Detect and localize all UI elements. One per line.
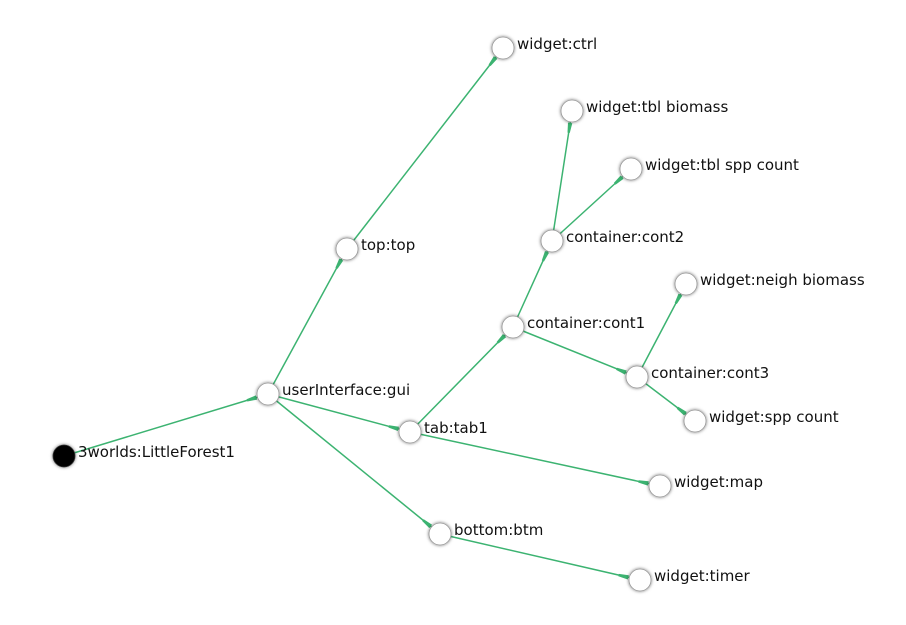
node-circle-sppcount[interactable] [683, 409, 707, 433]
node-circle-tblbio[interactable] [560, 99, 584, 123]
edge-arrow-cont3-sppcount [676, 406, 687, 416]
node-circle-gui[interactable] [256, 382, 280, 406]
node-label-sppcount: widget:spp count [709, 408, 839, 426]
edge-root-gui [63, 393, 269, 457]
node-cont3[interactable]: container:cont3 [625, 364, 769, 389]
node-circle-ctrl[interactable] [491, 36, 515, 60]
node-neigh[interactable]: widget:neigh biomass [674, 271, 865, 296]
node-map[interactable]: widget:map [648, 473, 763, 498]
node-label-top: top:top [361, 236, 415, 254]
node-label-tblbio: widget:tbl biomass [586, 98, 728, 116]
node-label-ctrl: widget:ctrl [517, 35, 597, 53]
edge-top-ctrl [346, 47, 504, 250]
edge-tab1-cont1 [409, 326, 514, 433]
node-tab1[interactable]: tab:tab1 [398, 419, 488, 444]
node-label-gui: userInterface:gui [282, 381, 410, 399]
node-btm[interactable]: bottom:btm [428, 521, 543, 546]
node-label-timer: widget:timer [654, 567, 751, 585]
edge-arrow-cont1-cont3 [616, 367, 627, 375]
node-label-cont3: container:cont3 [651, 364, 769, 382]
node-circle-cont2[interactable] [540, 229, 564, 253]
node-circle-cont1[interactable] [501, 315, 525, 339]
edge-gui-top [267, 248, 348, 395]
node-timer[interactable]: widget:timer [628, 567, 751, 592]
edge-arrow-btm-timer [618, 573, 629, 580]
node-circle-btm[interactable] [428, 522, 452, 546]
edge-arrow-cont3-neigh [674, 293, 683, 304]
node-cont2[interactable]: container:cont2 [540, 228, 684, 253]
node-label-tblspp: widget:tbl spp count [645, 156, 799, 174]
node-circle-top[interactable] [335, 237, 359, 261]
edge-arrow-tab1-map [638, 480, 649, 486]
edge-arrow-top-ctrl [488, 56, 498, 67]
node-tblbio[interactable]: widget:tbl biomass [560, 98, 728, 123]
edge-gui-tab1 [267, 393, 411, 433]
edge-arrow-cont2-tblspp [613, 175, 624, 185]
edge-arrow-tab1-cont1 [496, 334, 507, 344]
node-label-cont2: container:cont2 [566, 228, 684, 246]
node-label-btm: bottom:btm [454, 521, 543, 539]
node-circle-map[interactable] [648, 474, 672, 498]
nodes-layer: 3worlds:LittleForest1 userInterface:gui to… [52, 35, 865, 592]
node-label-tab1: tab:tab1 [424, 419, 488, 437]
edge-btm-timer [439, 533, 641, 581]
edge-arrow-cont1-cont2 [541, 251, 549, 262]
node-circle-timer[interactable] [628, 568, 652, 592]
edges-layer [63, 47, 696, 581]
node-circle-root[interactable] [52, 444, 76, 468]
node-label-map: widget:map [674, 473, 763, 491]
edge-arrow-root-gui [246, 395, 258, 402]
edge-arrow-gui-btm [422, 519, 433, 529]
edge-cont1-cont3 [512, 326, 638, 378]
node-tblspp[interactable]: widget:tbl spp count [619, 156, 799, 181]
node-circle-cont3[interactable] [625, 365, 649, 389]
node-sppcount[interactable]: widget:spp count [683, 408, 839, 433]
node-label-cont1: container:cont1 [527, 314, 645, 332]
edge-arrow-cont2-tblbio [567, 122, 573, 133]
edge-tab1-map [409, 431, 661, 487]
node-top[interactable]: top:top [335, 236, 415, 261]
edge-arrow-gui-top [335, 258, 344, 269]
node-label-neigh: widget:neigh biomass [700, 271, 865, 289]
node-circle-neigh[interactable] [674, 272, 698, 296]
node-circle-tblspp[interactable] [619, 157, 643, 181]
node-gui[interactable]: userInterface:gui [256, 381, 410, 406]
node-cont1[interactable]: container:cont1 [501, 314, 645, 339]
node-circle-tab1[interactable] [398, 420, 422, 444]
node-root[interactable]: 3worlds:LittleForest1 [52, 443, 235, 468]
edge-gui-btm [267, 393, 441, 535]
node-label-root: 3worlds:LittleForest1 [78, 443, 235, 461]
node-ctrl[interactable]: widget:ctrl [491, 35, 597, 60]
edge-arrow-gui-tab1 [388, 425, 399, 431]
